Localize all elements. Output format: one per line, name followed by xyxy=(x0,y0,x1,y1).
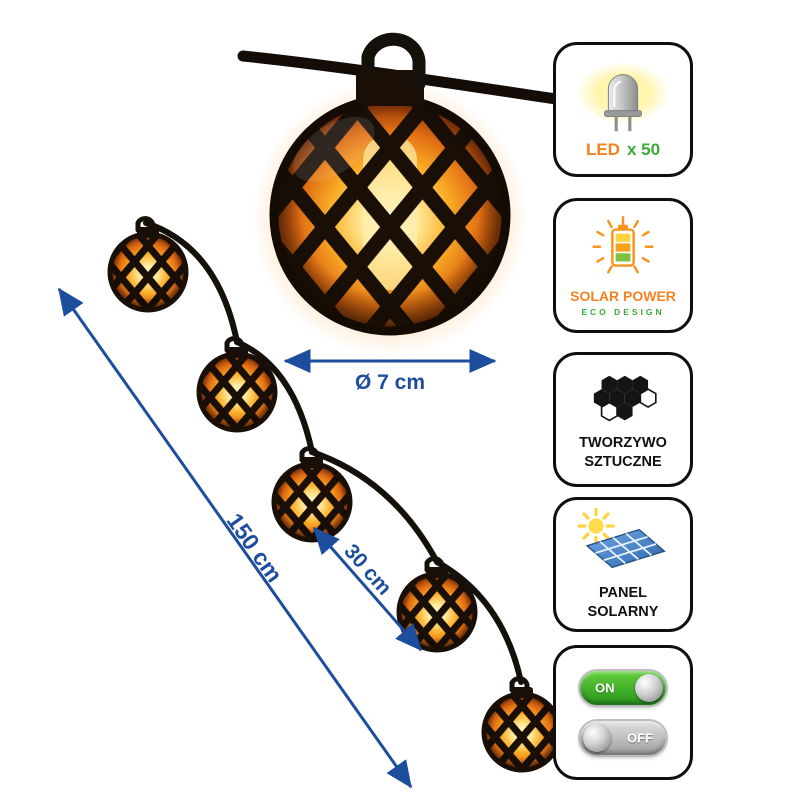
honeycomb-icon xyxy=(593,375,657,421)
panel-grid xyxy=(595,532,657,564)
solar-power-title: SOLAR POWER xyxy=(570,288,676,304)
toggle-off-icon: OFF xyxy=(580,720,666,755)
toggle-on-icon: ON xyxy=(580,670,666,705)
toggle-off-knob xyxy=(583,723,611,752)
sun-battery-icon xyxy=(592,216,654,274)
toggle-on-label: ON xyxy=(595,680,615,695)
main-hook-icon xyxy=(361,32,426,91)
solar-panel-caption: PANEL SOLARNY xyxy=(588,584,659,622)
sphere-highlight xyxy=(293,116,375,182)
string-lantern-5 xyxy=(484,687,560,770)
sun-disc xyxy=(588,518,604,534)
string-lantern-3 xyxy=(274,457,350,540)
solar-panel-sun-icon xyxy=(577,507,666,568)
led-count-label: x 50 xyxy=(626,139,661,159)
total-length-arrow xyxy=(57,287,413,789)
badge-solar-panel: PANEL SOLARNY xyxy=(553,497,693,632)
led-count-caption: LED x 50 xyxy=(586,140,660,160)
solar-panel-line1: PANEL xyxy=(598,584,648,601)
main-lantern xyxy=(269,94,511,336)
material-caption: TWORZYWO SZTUCZNE xyxy=(579,434,667,472)
material-line2: SZTUCZNE xyxy=(584,453,662,470)
main-lantern-collar xyxy=(356,70,424,106)
diameter-label: Ø 7 cm xyxy=(355,371,425,394)
toggle-off-label: OFF xyxy=(627,730,653,745)
feature-badges: LED x 50 xyxy=(553,0,693,800)
solar-panel-line2: SOLARNY xyxy=(587,603,659,620)
spacing-arrow xyxy=(312,526,423,652)
led-label: LED xyxy=(585,139,620,159)
material-line1: TWORZYWO xyxy=(579,434,667,451)
badge-led-count: LED x 50 xyxy=(553,42,693,177)
badge-solar-power: SOLAR POWER ECO DESIGN xyxy=(553,198,693,333)
toggle-on-knob xyxy=(635,673,663,702)
eco-design-subtitle: ECO DESIGN xyxy=(581,307,665,317)
badge-power-switch: ON OFF xyxy=(553,645,693,780)
diameter-dimension: Ø 7 cm xyxy=(283,349,497,394)
sun-rays xyxy=(592,216,654,274)
sun-rays xyxy=(577,507,615,545)
led-diode-icon xyxy=(576,61,670,131)
badge-material: TWORZYWO SZTUCZNE xyxy=(553,352,693,487)
